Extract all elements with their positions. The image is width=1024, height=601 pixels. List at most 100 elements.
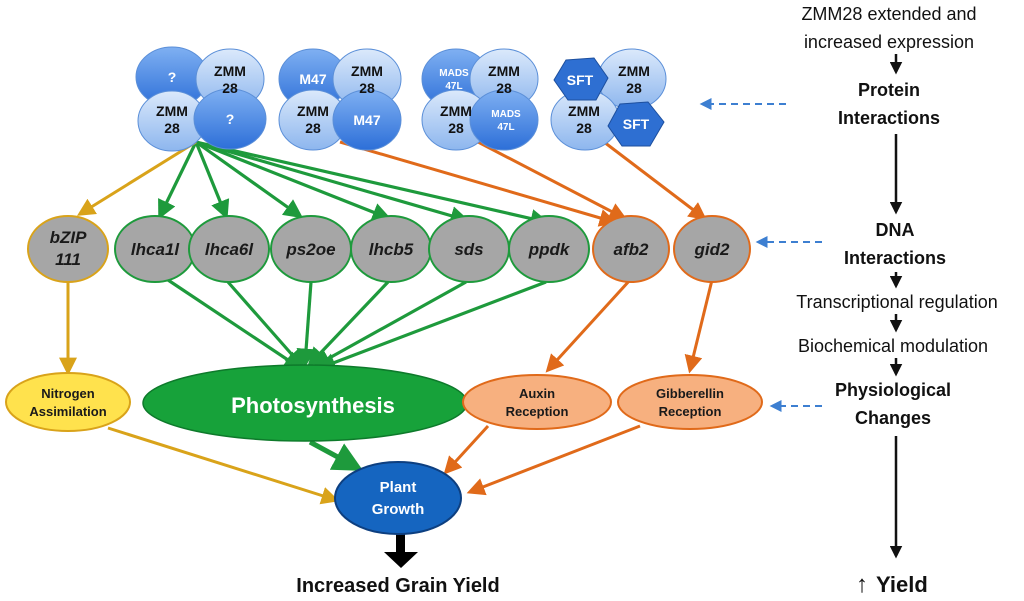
- nitrogen-label-1: Nitrogen: [41, 386, 95, 401]
- complex2-label-b1: ZMM: [351, 63, 383, 79]
- complex2-label-d: M47: [353, 112, 380, 128]
- arrow-ppdk-photosynthesis: [316, 280, 547, 372]
- sidebar-dna-2: Interactions: [844, 248, 946, 268]
- arrow-gibberellin-plantgrowth: [466, 424, 641, 496]
- complex1-label-c2: 28: [164, 120, 180, 136]
- arrow-afb2-auxin: [545, 278, 632, 373]
- sidebar-physio-2: Changes: [855, 408, 931, 428]
- arrow-ps2oe-photosynthesis: [296, 281, 316, 368]
- sidebar-protein-1: Protein: [858, 80, 920, 100]
- complex4-label-b2: 28: [626, 80, 642, 96]
- arrow-complex3-afb2: [477, 140, 628, 220]
- auxin-label-1: Auxin: [519, 386, 555, 401]
- complex3-label-a2: 47L: [445, 81, 462, 92]
- gene-bzip111-label-2: 111: [55, 250, 81, 269]
- gene-lhcb5: lhcb5: [350, 215, 432, 283]
- complex2-label-b2: 28: [359, 80, 375, 96]
- orange-arrows: [339, 140, 714, 496]
- complex-zmm28-sft: SFT ZMM 28 ZMM 28 SFT: [550, 48, 667, 151]
- complex-zmm28-unknown: ? ZMM 28 ZMM 28 ?: [135, 46, 267, 152]
- gene-ppdk: ppdk: [508, 215, 590, 283]
- gene-ppdk-label: ppdk: [528, 240, 571, 259]
- complex3-node-d: [469, 89, 539, 151]
- node-nitrogen-assimilation: Nitrogen Assimilation: [5, 372, 131, 432]
- complex3-label-d2: 47L: [497, 122, 514, 133]
- gene-ps2oe: ps2oe: [270, 215, 352, 283]
- gene-bzip111: bZIP 111: [27, 215, 109, 283]
- sidebar-transcriptional: Transcriptional regulation: [796, 292, 997, 312]
- complex4-node-a: [553, 57, 609, 101]
- complex-zmm28-mads47l: MADS 47L ZMM 28 ZMM 28 MADS 47L: [421, 48, 539, 151]
- arrow-complex1-ps2oe: [195, 140, 304, 219]
- complex3-label-c1: ZMM: [440, 103, 472, 119]
- outcome-arrow: [384, 534, 418, 568]
- complex4-node-d: [607, 101, 665, 147]
- complex3-label-b1: ZMM: [488, 63, 520, 79]
- arrow-complex1-sds: [195, 140, 470, 225]
- complex3-label-b2: 28: [496, 80, 512, 96]
- complex1-label-c1: ZMM: [156, 103, 188, 119]
- arrow-complex1-lhcb5: [195, 140, 392, 222]
- plant-growth-label-2: Growth: [372, 501, 425, 518]
- gene-sds-label: sds: [454, 240, 483, 259]
- arrow-lhcb5-photosynthesis: [307, 280, 390, 367]
- complex2-node-d: [332, 89, 402, 151]
- node-plant-growth: Plant Growth: [334, 461, 462, 535]
- complex3-label-d1: MADS: [491, 109, 521, 120]
- sidebar-biochemical: Biochemical modulation: [798, 336, 988, 356]
- sidebar-protein-2: Interactions: [838, 108, 940, 128]
- arrow-photosynthesis-plantgrowth: [308, 439, 364, 471]
- auxin-label-2: Reception: [506, 404, 569, 419]
- increased-grain-yield-label: Increased Grain Yield: [296, 575, 499, 597]
- complex4-label-d: SFT: [623, 116, 650, 132]
- arrow-lhca6l-photosynthesis: [226, 280, 305, 369]
- arrow-nitrogen-plantgrowth: [107, 426, 340, 505]
- complex2-label-a: M47: [299, 71, 326, 87]
- gene-sds: sds: [428, 215, 510, 283]
- nitrogen-label-2: Assimilation: [29, 404, 106, 419]
- complex1-label-a: ?: [168, 69, 177, 85]
- green-arrows: [158, 140, 550, 471]
- complex1-label-b1: ZMM: [214, 63, 246, 79]
- sidebar-yield: Yield: [876, 572, 928, 597]
- gene-lhca1l-label: lhca1l: [131, 240, 180, 259]
- dashed-arrows: [699, 98, 822, 412]
- gene-lhcb5-label: lhcb5: [369, 240, 414, 259]
- gibberellin-label-1: Gibberellin: [656, 386, 724, 401]
- arrow-sds-photosynthesis: [311, 280, 467, 368]
- arrow-complex4-gid2: [603, 140, 707, 221]
- gold-arrows: [59, 140, 340, 505]
- complex-zmm28-m47: M47 ZMM 28 ZMM 28 M47: [278, 48, 402, 151]
- complex1-label-b2: 28: [222, 80, 238, 96]
- gene-gid2-label: gid2: [694, 240, 730, 259]
- photosynthesis-label: Photosynthesis: [231, 393, 395, 418]
- gibberellin-label-2: Reception: [659, 404, 722, 419]
- complex4-label-c1: ZMM: [568, 103, 600, 119]
- gene-afb2-label: afb2: [614, 240, 650, 259]
- gene-afb2: afb2: [592, 215, 670, 283]
- plant-growth-label-1: Plant: [380, 479, 417, 496]
- complex4-label-c2: 28: [576, 120, 592, 136]
- sidebar-intro-1: ZMM28 extended and: [801, 4, 976, 24]
- gene-gid2: gid2: [673, 215, 751, 283]
- yield-up-arrow-icon: ↑: [856, 571, 868, 598]
- sidebar-physio-1: Physiological: [835, 380, 951, 400]
- sidebar-dna-1: DNA: [876, 220, 915, 240]
- complex4-label-b1: ZMM: [618, 63, 650, 79]
- node-auxin-reception: Auxin Reception: [462, 374, 612, 430]
- arrow-gid2-gibberellin: [684, 279, 714, 374]
- gene-lhca1l: lhca1l: [114, 215, 196, 283]
- complex4-label-a: SFT: [567, 72, 594, 88]
- gene-lhca6l-label: lhca6l: [205, 240, 254, 259]
- arrow-complex1-lhca6l: [194, 141, 230, 220]
- arrow-complex1-bzip: [76, 140, 197, 216]
- gene-bzip111-label-1: bZIP: [50, 228, 87, 247]
- gene-ps2oe-label: ps2oe: [285, 240, 335, 259]
- node-gibberellin-reception: Gibberellin Reception: [617, 374, 763, 430]
- arrow-lhca1l-photosynthesis: [167, 278, 304, 371]
- sidebar-intro-2: increased expression: [804, 32, 974, 52]
- complex2-label-c1: ZMM: [297, 103, 329, 119]
- arrow-complex2-afb2: [339, 140, 618, 227]
- arrow-complex1-lhca1l: [158, 141, 198, 220]
